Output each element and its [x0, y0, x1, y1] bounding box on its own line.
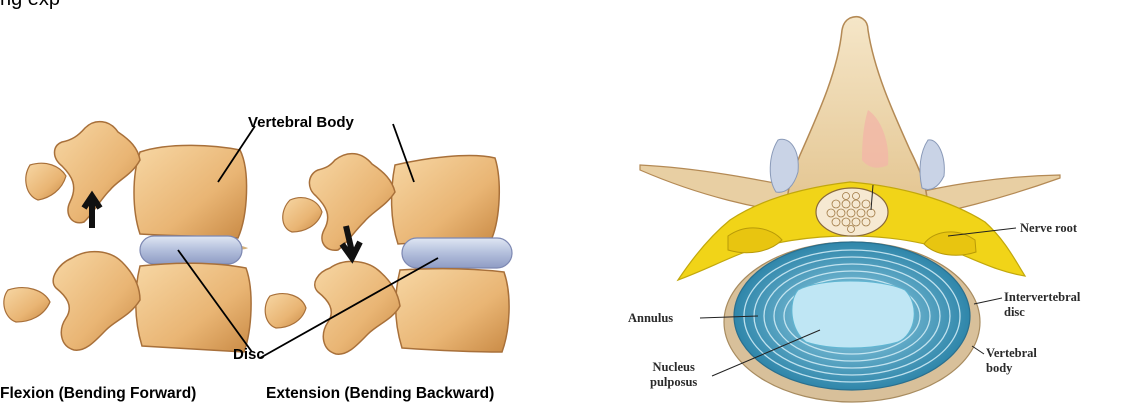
axial-vertebra-illustration [640, 17, 1060, 402]
label-vertebral-body: Vertebral Body [248, 114, 354, 131]
extension-spine-illustration [265, 154, 512, 355]
caption-extension: Extension (Bending Backward) [266, 385, 494, 403]
caption-flexion: Flexion (Bending Forward) [0, 385, 196, 403]
label-disc: Disc [233, 346, 265, 363]
label-vertebral-body-axial: Vertebral body [986, 346, 1037, 376]
flexion-spine-illustration [4, 122, 251, 352]
label-intervertebral-disc: Intervertebral disc [1004, 290, 1080, 320]
label-nerve-root: Nerve root [1020, 221, 1077, 236]
label-annulus: Annulus [628, 311, 673, 326]
label-nucleus-pulposus: Nucleus pulposus [650, 360, 697, 390]
